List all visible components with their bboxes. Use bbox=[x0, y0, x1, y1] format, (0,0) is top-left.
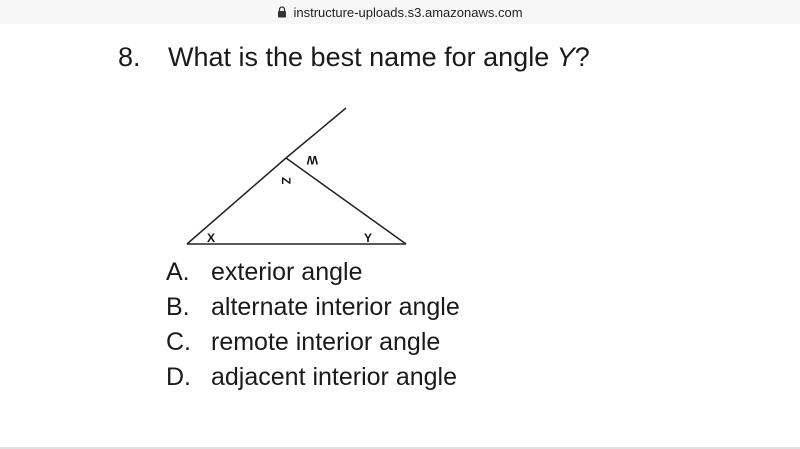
bottom-divider bbox=[0, 447, 800, 449]
answer-letter: A. bbox=[166, 258, 190, 286]
answer-choice-c[interactable]: C. remote interior angle bbox=[166, 325, 460, 360]
answer-text: adjacent interior angle bbox=[211, 363, 457, 391]
extension-ray bbox=[285, 107, 347, 159]
label-y: Y bbox=[364, 231, 372, 245]
answer-text: remote interior angle bbox=[211, 328, 441, 356]
triangle-left-side bbox=[186, 157, 287, 245]
browser-url-bar[interactable]: instructure-uploads.s3.amazonaws.com bbox=[0, 0, 800, 24]
answer-letter: B. bbox=[166, 293, 190, 321]
triangle-diagram: W Z X Y bbox=[186, 107, 407, 245]
question-text: What is the best name for angle bbox=[168, 42, 557, 72]
browser-url-text: instructure-uploads.s3.amazonaws.com bbox=[293, 4, 523, 20]
answer-choice-b[interactable]: B. alternate interior angle bbox=[166, 290, 460, 325]
label-z: Z bbox=[279, 177, 293, 184]
answer-choice-a[interactable]: A. exterior angle bbox=[166, 255, 460, 290]
answer-letter: C. bbox=[166, 328, 191, 356]
lock-icon bbox=[278, 6, 287, 18]
question-prompt: 8. What is the best name for angle Y? bbox=[118, 42, 590, 73]
answer-choice-d[interactable]: D. adjacent interior angle bbox=[166, 360, 460, 395]
label-x: X bbox=[207, 231, 215, 245]
answer-choices: A. exterior angle B. alternate interior … bbox=[166, 255, 460, 395]
question-mark: ? bbox=[574, 42, 590, 72]
answer-text: exterior angle bbox=[211, 258, 363, 286]
question-variable: Y bbox=[556, 42, 575, 72]
question-number: 8. bbox=[118, 42, 141, 72]
answer-letter: D. bbox=[166, 363, 191, 391]
triangle-right-side bbox=[285, 157, 407, 245]
label-w: W bbox=[306, 153, 318, 167]
answer-text: alternate interior angle bbox=[211, 293, 460, 321]
